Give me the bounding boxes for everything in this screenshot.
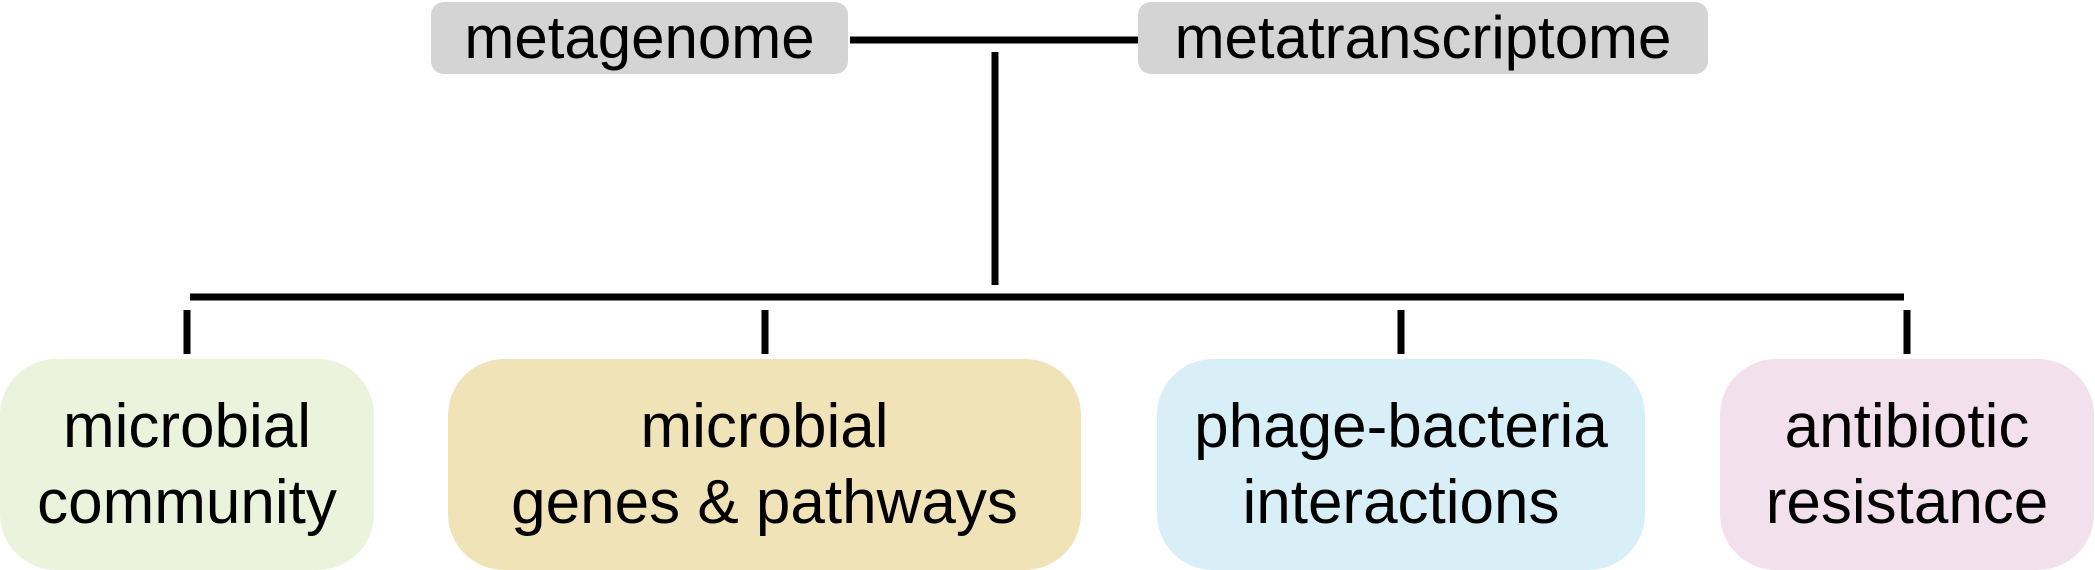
node-microbial-genes-pathways-line-2: genes & pathways (511, 467, 1018, 537)
node-microbial-community: microbial community (0, 359, 374, 570)
node-phage-bacteria-interactions: phage-bacteria interactions (1157, 359, 1645, 570)
node-antibiotic-resistance-line-2: resistance (1765, 467, 2049, 537)
node-microbial-genes-pathways: microbial genes & pathways (448, 359, 1081, 570)
node-microbial-community-line-2: community (37, 467, 337, 537)
node-antibiotic-resistance-line-1: antibiotic (1784, 391, 2030, 461)
node-microbial-genes-pathways-line-1: microbial (640, 391, 889, 461)
node-metatranscriptome-label: metatranscriptome (1174, 4, 1672, 71)
node-metatranscriptome: metatranscriptome (1138, 2, 1708, 74)
node-metagenome: metagenome (431, 2, 848, 74)
node-phage-bacteria-interactions-line-2: interactions (1242, 467, 1560, 537)
node-microbial-community-line-1: microbial (62, 391, 312, 461)
node-metagenome-label: metagenome (464, 4, 815, 71)
node-antibiotic-resistance: antibiotic resistance (1720, 359, 2094, 570)
node-phage-bacteria-interactions-line-1: phage-bacteria (1194, 391, 1608, 461)
